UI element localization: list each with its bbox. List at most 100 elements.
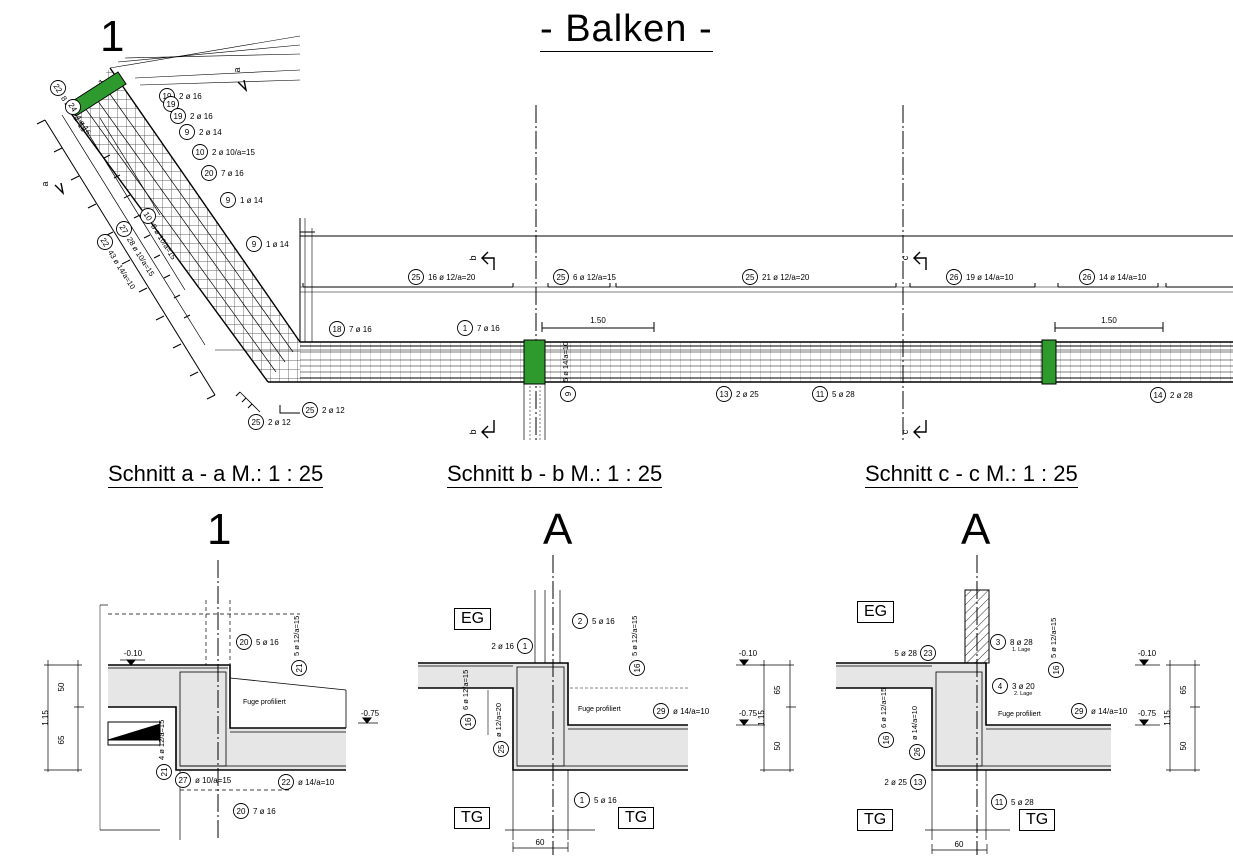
svg-text:7 ø 16: 7 ø 16 [477, 324, 500, 333]
svg-text:2 ø 25: 2 ø 25 [736, 390, 759, 399]
label-sec_c-lv1r: -0.10 [1138, 649, 1157, 658]
svg-text:9: 9 [564, 391, 573, 396]
label-sec_c-d50: 50 [773, 741, 782, 750]
svg-text:2 ø 14: 2 ø 14 [199, 128, 222, 137]
svg-text:3 ø 20: 3 ø 20 [1012, 682, 1035, 691]
svg-text:21: 21 [160, 767, 169, 776]
svg-text:6 ø 12/a=15: 6 ø 12/a=15 [461, 670, 470, 710]
svg-text:16: 16 [882, 735, 891, 744]
svg-text:5 ø 28: 5 ø 28 [1011, 798, 1034, 807]
svg-text:13: 13 [914, 778, 923, 787]
label-sec_c-fuge: Fuge profiliert [998, 711, 1041, 718]
label-plan_bars-d150a: 1.50 [590, 316, 606, 325]
label-plan_bars-d150b: 1.50 [1101, 316, 1117, 325]
label-cut_letters-c: c [900, 255, 910, 260]
svg-text:2 ø 16: 2 ø 16 [190, 112, 213, 121]
svg-text:1 ø 14: 1 ø 14 [266, 240, 289, 249]
svg-text:25: 25 [746, 273, 755, 282]
layer-label: 2. Lage [1014, 691, 1032, 697]
svg-text:ø 12/a=20: ø 12/a=20 [494, 703, 503, 737]
svg-text:29: 29 [657, 707, 666, 716]
svg-text:3: 3 [996, 638, 1001, 647]
svg-text:1: 1 [580, 796, 585, 805]
label-sec_c-lv1l: -0.10 [739, 649, 758, 658]
svg-text:16: 16 [633, 663, 642, 672]
svg-text:2: 2 [578, 617, 583, 626]
label-sec_c-d65: 65 [773, 685, 782, 694]
svg-text:ø 14/a=10: ø 14/a=10 [298, 778, 335, 787]
section-a-a [44, 560, 378, 840]
layer-label: 1. Lage [1012, 647, 1030, 653]
svg-text:29: 29 [1075, 707, 1084, 716]
svg-text:19: 19 [167, 100, 176, 109]
floor-box-tg-b1: TG [454, 807, 491, 829]
svg-text:5 ø 12/a=15: 5 ø 12/a=15 [630, 616, 639, 656]
svg-text:5 ø 16: 5 ø 16 [594, 796, 617, 805]
bar-callout-plan_bars-b18: 18 7 ø 16 [329, 321, 372, 337]
label-cut_letters-b: b [468, 429, 478, 434]
bar-callout-diag_bars-l2: 19 [163, 96, 179, 112]
svg-text:25: 25 [412, 273, 421, 282]
label-sec_a-d115: 1.15 [41, 710, 50, 726]
bar-callout-diag_bars-l5: 10 2 ø 10/a=15 [192, 144, 255, 160]
svg-text:11: 11 [995, 798, 1004, 807]
svg-text:7 ø 16: 7 ø 16 [253, 807, 276, 816]
svg-text:26: 26 [950, 273, 959, 282]
svg-text:16 ø 12/a=20: 16 ø 12/a=20 [428, 273, 476, 282]
bar-callout-sec_c-b23: 23 5 ø 28 [894, 645, 936, 661]
bar-callout-plan_bars-b26b: 26 14 ø 14/a=10 [1079, 269, 1147, 285]
svg-text:2 ø 28: 2 ø 28 [1170, 391, 1193, 400]
floor-box-eg-c: EG [857, 601, 895, 623]
floor-box-eg-b: EG [454, 608, 492, 630]
svg-text:20: 20 [237, 807, 246, 816]
joint-c [1041, 339, 1057, 385]
svg-text:4 ø 12/a=15: 4 ø 12/a=15 [157, 720, 166, 760]
svg-text:7 ø 16: 7 ø 16 [221, 169, 244, 178]
svg-text:23: 23 [924, 649, 933, 658]
svg-text:18: 18 [333, 325, 342, 334]
bar-callout-sec_a-b21b: 21 4 ø 12/a=15 [156, 720, 172, 780]
svg-text:25: 25 [497, 744, 506, 753]
label-sec_a-fuge: Fuge profiliert [243, 699, 286, 706]
joint-b [523, 339, 546, 385]
label-sec_b-d60: 60 [536, 838, 545, 847]
svg-text:7 ø 16: 7 ø 16 [349, 325, 372, 334]
svg-text:16: 16 [464, 717, 473, 726]
svg-text:11: 11 [816, 390, 825, 399]
svg-text:26: 26 [1083, 273, 1092, 282]
svg-text:10: 10 [196, 148, 205, 157]
svg-text:2 ø 10/a=15: 2 ø 10/a=15 [212, 148, 255, 157]
bar-callout-sec_c-b16a: 165 ø 12/a=15 [1048, 618, 1064, 678]
bar-callout-plan_bars-b9: 95 ø 14/a=10 [560, 342, 576, 402]
svg-text:14: 14 [1154, 391, 1163, 400]
svg-text:5 ø 12/a=15: 5 ø 12/a=15 [292, 616, 301, 656]
svg-text:6 ø 12/a=15: 6 ø 12/a=15 [573, 273, 616, 282]
svg-text:13: 13 [720, 390, 729, 399]
svg-text:25: 25 [252, 418, 261, 427]
label-sec_a-d65: 65 [57, 735, 66, 744]
drawing-title: - Balken - [540, 8, 713, 52]
svg-text:9: 9 [185, 128, 190, 137]
bar-callout-sec_a-b20b: 20 7 ø 16 [233, 803, 276, 819]
svg-text:43 ø 14/a=10: 43 ø 14/a=10 [106, 248, 137, 290]
section-title-c-c: Schnitt c - c M.: 1 : 25 [865, 461, 1078, 488]
label-sec_c-d50r: 50 [1179, 741, 1188, 750]
section-b-b [418, 555, 690, 855]
svg-text:19: 19 [163, 92, 172, 101]
bar-callout-sec_c-b4: 4 3 ø 20 [992, 678, 1035, 694]
svg-text:5 ø 28: 5 ø 28 [894, 649, 917, 658]
svg-text:6 ø 12/a=15: 6 ø 12/a=15 [879, 688, 888, 728]
svg-text:4: 4 [998, 682, 1003, 691]
svg-text:1 ø 14: 1 ø 14 [240, 196, 263, 205]
svg-text:1: 1 [523, 642, 528, 651]
svg-text:20: 20 [205, 169, 214, 178]
svg-text:14 ø 14/a=10: 14 ø 14/a=10 [1099, 273, 1147, 282]
plan-beam [215, 105, 1233, 440]
svg-text:19: 19 [174, 112, 183, 121]
